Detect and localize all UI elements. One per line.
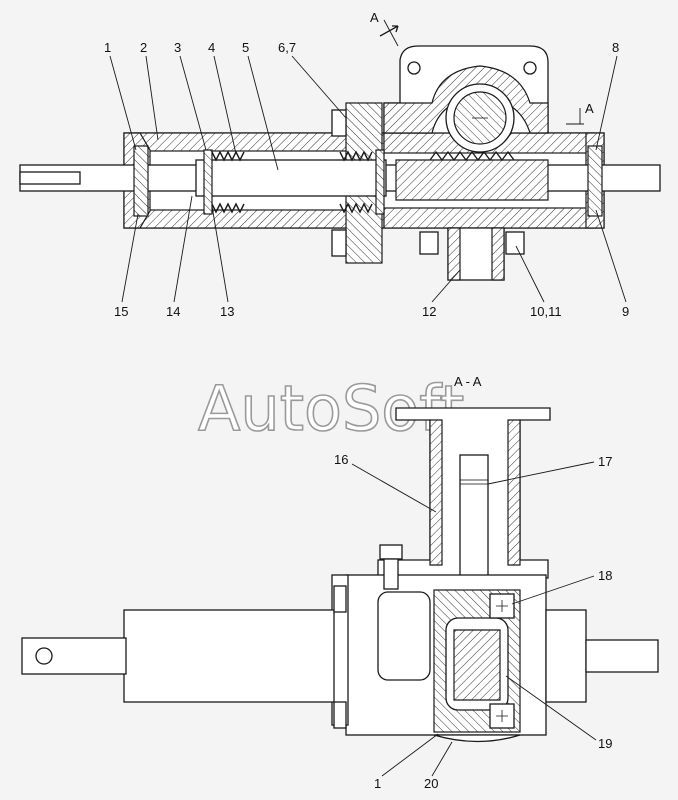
bottom-cover bbox=[433, 734, 521, 743]
leader-19 bbox=[505, 675, 597, 741]
callout-18: 18 bbox=[598, 568, 612, 583]
spring-right-bottom bbox=[339, 202, 373, 214]
bearing-top-cross bbox=[496, 600, 508, 612]
lower-boss-wall bbox=[447, 227, 461, 281]
leader-6-7 bbox=[291, 55, 347, 119]
leader-18 bbox=[511, 575, 595, 605]
piston-sleeve bbox=[195, 159, 387, 197]
leader-16 bbox=[351, 463, 437, 513]
spring-seat-left bbox=[203, 149, 213, 215]
rack-bar bbox=[395, 159, 549, 201]
callout-5: 5 bbox=[242, 40, 249, 55]
callout-3: 3 bbox=[174, 40, 181, 55]
eye-hole bbox=[35, 647, 53, 665]
leader-17 bbox=[487, 461, 595, 485]
section-marker-line-top bbox=[383, 19, 399, 47]
leader-4 bbox=[213, 55, 237, 155]
rod-end-left bbox=[19, 171, 81, 185]
spring-right-top bbox=[339, 150, 373, 162]
flange-bolt-top bbox=[331, 109, 347, 137]
flange-bolt-bottom bbox=[331, 229, 347, 257]
leader-14 bbox=[173, 195, 193, 303]
cross-section-view bbox=[21, 407, 659, 743]
callout-2: 2 bbox=[140, 40, 147, 55]
callout-12: 12 bbox=[422, 304, 436, 319]
right-stub bbox=[545, 609, 587, 703]
top-view-callouts: 1 2 3 4 5 6,7 8 15 14 13 12 10,11 9 bbox=[104, 40, 629, 319]
right-shaft bbox=[585, 639, 659, 673]
callout-14: 14 bbox=[166, 304, 180, 319]
lower-boss-wall-2 bbox=[491, 227, 505, 281]
section-arrow-top bbox=[379, 25, 399, 37]
leader-9 bbox=[595, 209, 627, 303]
leader-12 bbox=[431, 269, 461, 303]
column-wall-right bbox=[507, 419, 521, 566]
leader-3 bbox=[179, 55, 207, 151]
bolt-lower-flange bbox=[333, 701, 347, 729]
bearing-bottom-cross bbox=[496, 710, 508, 722]
bolt-10-11 bbox=[505, 231, 525, 255]
bolt-upper-flange bbox=[333, 585, 347, 613]
callout-9: 9 bbox=[622, 304, 629, 319]
top-bolt bbox=[379, 544, 403, 560]
spring-left-bottom bbox=[211, 202, 245, 214]
callout-16: 16 bbox=[334, 452, 348, 467]
seal-left bbox=[133, 145, 149, 217]
callout-8: 8 bbox=[612, 40, 619, 55]
callout-19: 19 bbox=[598, 736, 612, 751]
leader-2 bbox=[145, 55, 159, 141]
rack-teeth bbox=[429, 150, 515, 162]
callout-20: 20 bbox=[424, 776, 438, 791]
mount-hole-left bbox=[407, 61, 421, 75]
bolt-left-lower bbox=[419, 231, 439, 255]
leader-13 bbox=[211, 205, 229, 303]
window-left bbox=[377, 591, 431, 681]
longitudinal-section-view: A A bbox=[19, 10, 661, 281]
bottom-view-callouts: 16 17 18 19 1 20 bbox=[334, 452, 612, 791]
left-cylinder bbox=[123, 609, 335, 703]
callout-10-11: 10,11 bbox=[530, 304, 562, 319]
mount-hole-right bbox=[523, 61, 537, 75]
leader-20 bbox=[431, 741, 453, 777]
housing-wall-bottom bbox=[383, 207, 595, 229]
sector-gear bbox=[453, 629, 501, 701]
leader-5 bbox=[247, 55, 279, 171]
shaft-spline bbox=[459, 479, 489, 485]
callout-1-bottom: 1 bbox=[374, 776, 381, 791]
leader-1-bottom bbox=[381, 733, 439, 777]
spring-left-top bbox=[211, 150, 245, 162]
leader-15 bbox=[121, 213, 139, 303]
top-bolt-shank bbox=[383, 558, 399, 590]
spring-seat-right bbox=[375, 149, 385, 215]
leader-8 bbox=[595, 55, 618, 151]
section-title: A - A bbox=[454, 374, 482, 389]
callout-17: 17 bbox=[598, 454, 612, 469]
section-marker-side-label: A bbox=[585, 101, 594, 116]
callout-6-7: 6,7 bbox=[278, 40, 296, 55]
section-marker-top-label: A bbox=[370, 10, 379, 25]
seal-right bbox=[587, 145, 603, 217]
leader-1 bbox=[109, 55, 137, 151]
callout-15: 15 bbox=[114, 304, 128, 319]
column-wall-left bbox=[429, 419, 443, 566]
callout-13: 13 bbox=[220, 304, 234, 319]
callout-4: 4 bbox=[208, 40, 215, 55]
leader-10-11 bbox=[515, 245, 545, 303]
callout-1: 1 bbox=[104, 40, 111, 55]
vertical-shaft bbox=[459, 454, 489, 586]
